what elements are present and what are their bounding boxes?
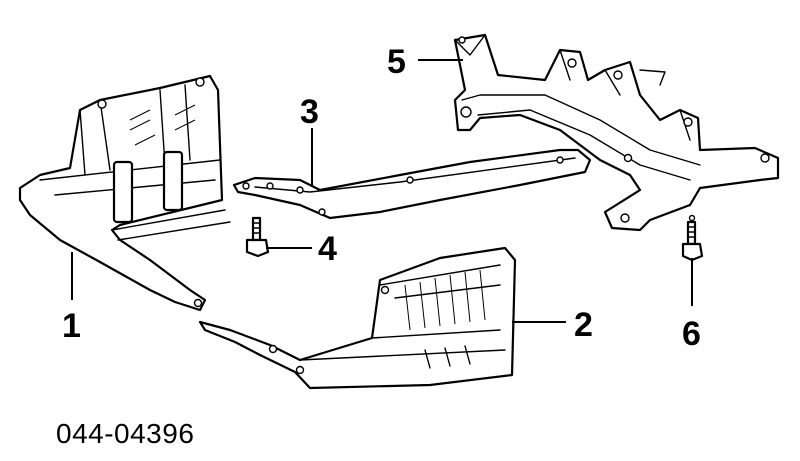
part-5-crossmember	[453, 33, 780, 232]
callout-4: 4	[318, 230, 337, 268]
diagram-part-number: 044-04396	[56, 418, 195, 449]
callout-6: 6	[682, 315, 701, 353]
part-1-engine-under-cover	[18, 74, 231, 312]
part-3-frame-brace	[232, 148, 592, 220]
callout-1: 1	[62, 307, 81, 345]
part-2-rear-under-cover	[198, 246, 517, 390]
callout-2: 2	[574, 306, 593, 344]
part-4-bolt	[245, 216, 270, 258]
part-6-bolt	[681, 214, 704, 262]
callout-5: 5	[387, 43, 406, 81]
callout-3: 3	[300, 93, 319, 131]
